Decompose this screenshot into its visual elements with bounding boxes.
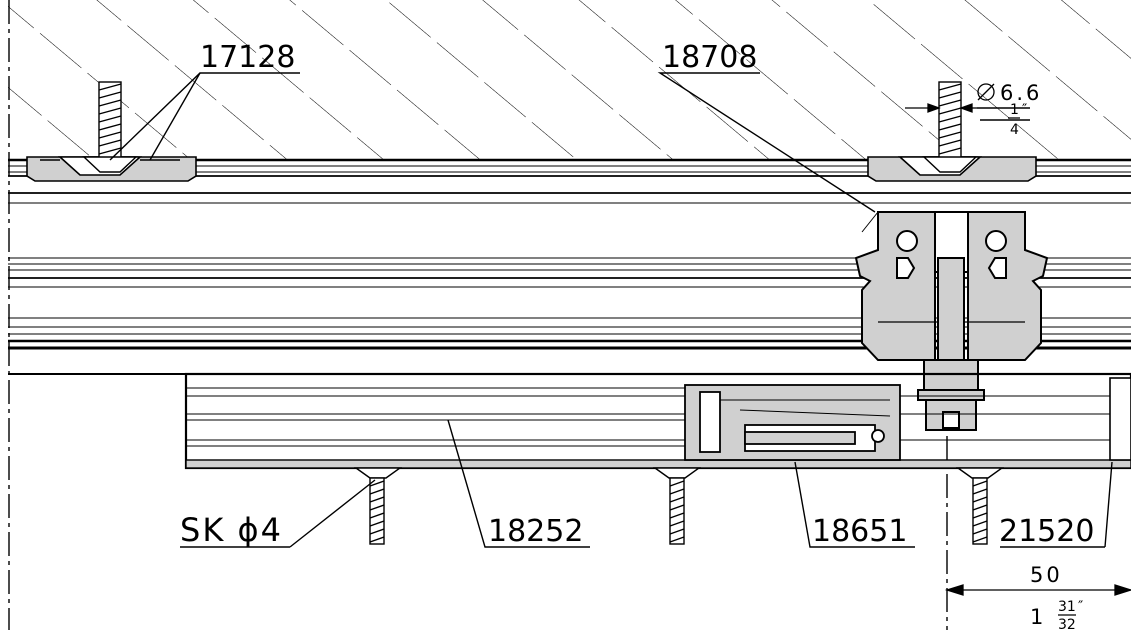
hole-diameter-value: 6.6	[1000, 81, 1042, 105]
carriage-18651	[684, 384, 901, 461]
label-18651: 18651	[812, 514, 907, 549]
dimension-inch-whole: 1	[1030, 605, 1046, 629]
hole-inch-denominator: 4	[1010, 122, 1019, 138]
label-18252: 18252	[488, 514, 583, 549]
hole-inch-unit: ″	[1022, 102, 1027, 118]
ceiling-screw-left	[82, 81, 138, 173]
dimension-inch-denominator: 32	[1058, 617, 1076, 630]
lower-profile	[8, 372, 1131, 470]
dimension-inch-numerator: 31	[1058, 599, 1076, 615]
ceiling-screw-right	[922, 81, 978, 173]
bottom-screw-2	[652, 467, 702, 545]
dimension-inch-unit: ″	[1078, 599, 1083, 615]
hole-inch-numerator: 1	[1010, 102, 1019, 118]
label-21520: 21520	[999, 514, 1094, 549]
label-18708: 18708	[662, 40, 757, 75]
bottom-screw-1	[353, 467, 403, 545]
leader-lines	[109, 72, 1113, 548]
end-cap	[1109, 377, 1131, 461]
hole-dimension	[905, 83, 1020, 119]
dimension-50	[944, 584, 1131, 616]
dimension-mm-value: 50	[1030, 563, 1063, 587]
bracket-18708	[854, 211, 1049, 361]
label-screw-size: SK ϕ4	[180, 511, 283, 549]
label-17128: 17128	[200, 40, 295, 75]
bottom-screw-3	[955, 467, 1005, 545]
ceiling-hatch	[8, 0, 1131, 160]
